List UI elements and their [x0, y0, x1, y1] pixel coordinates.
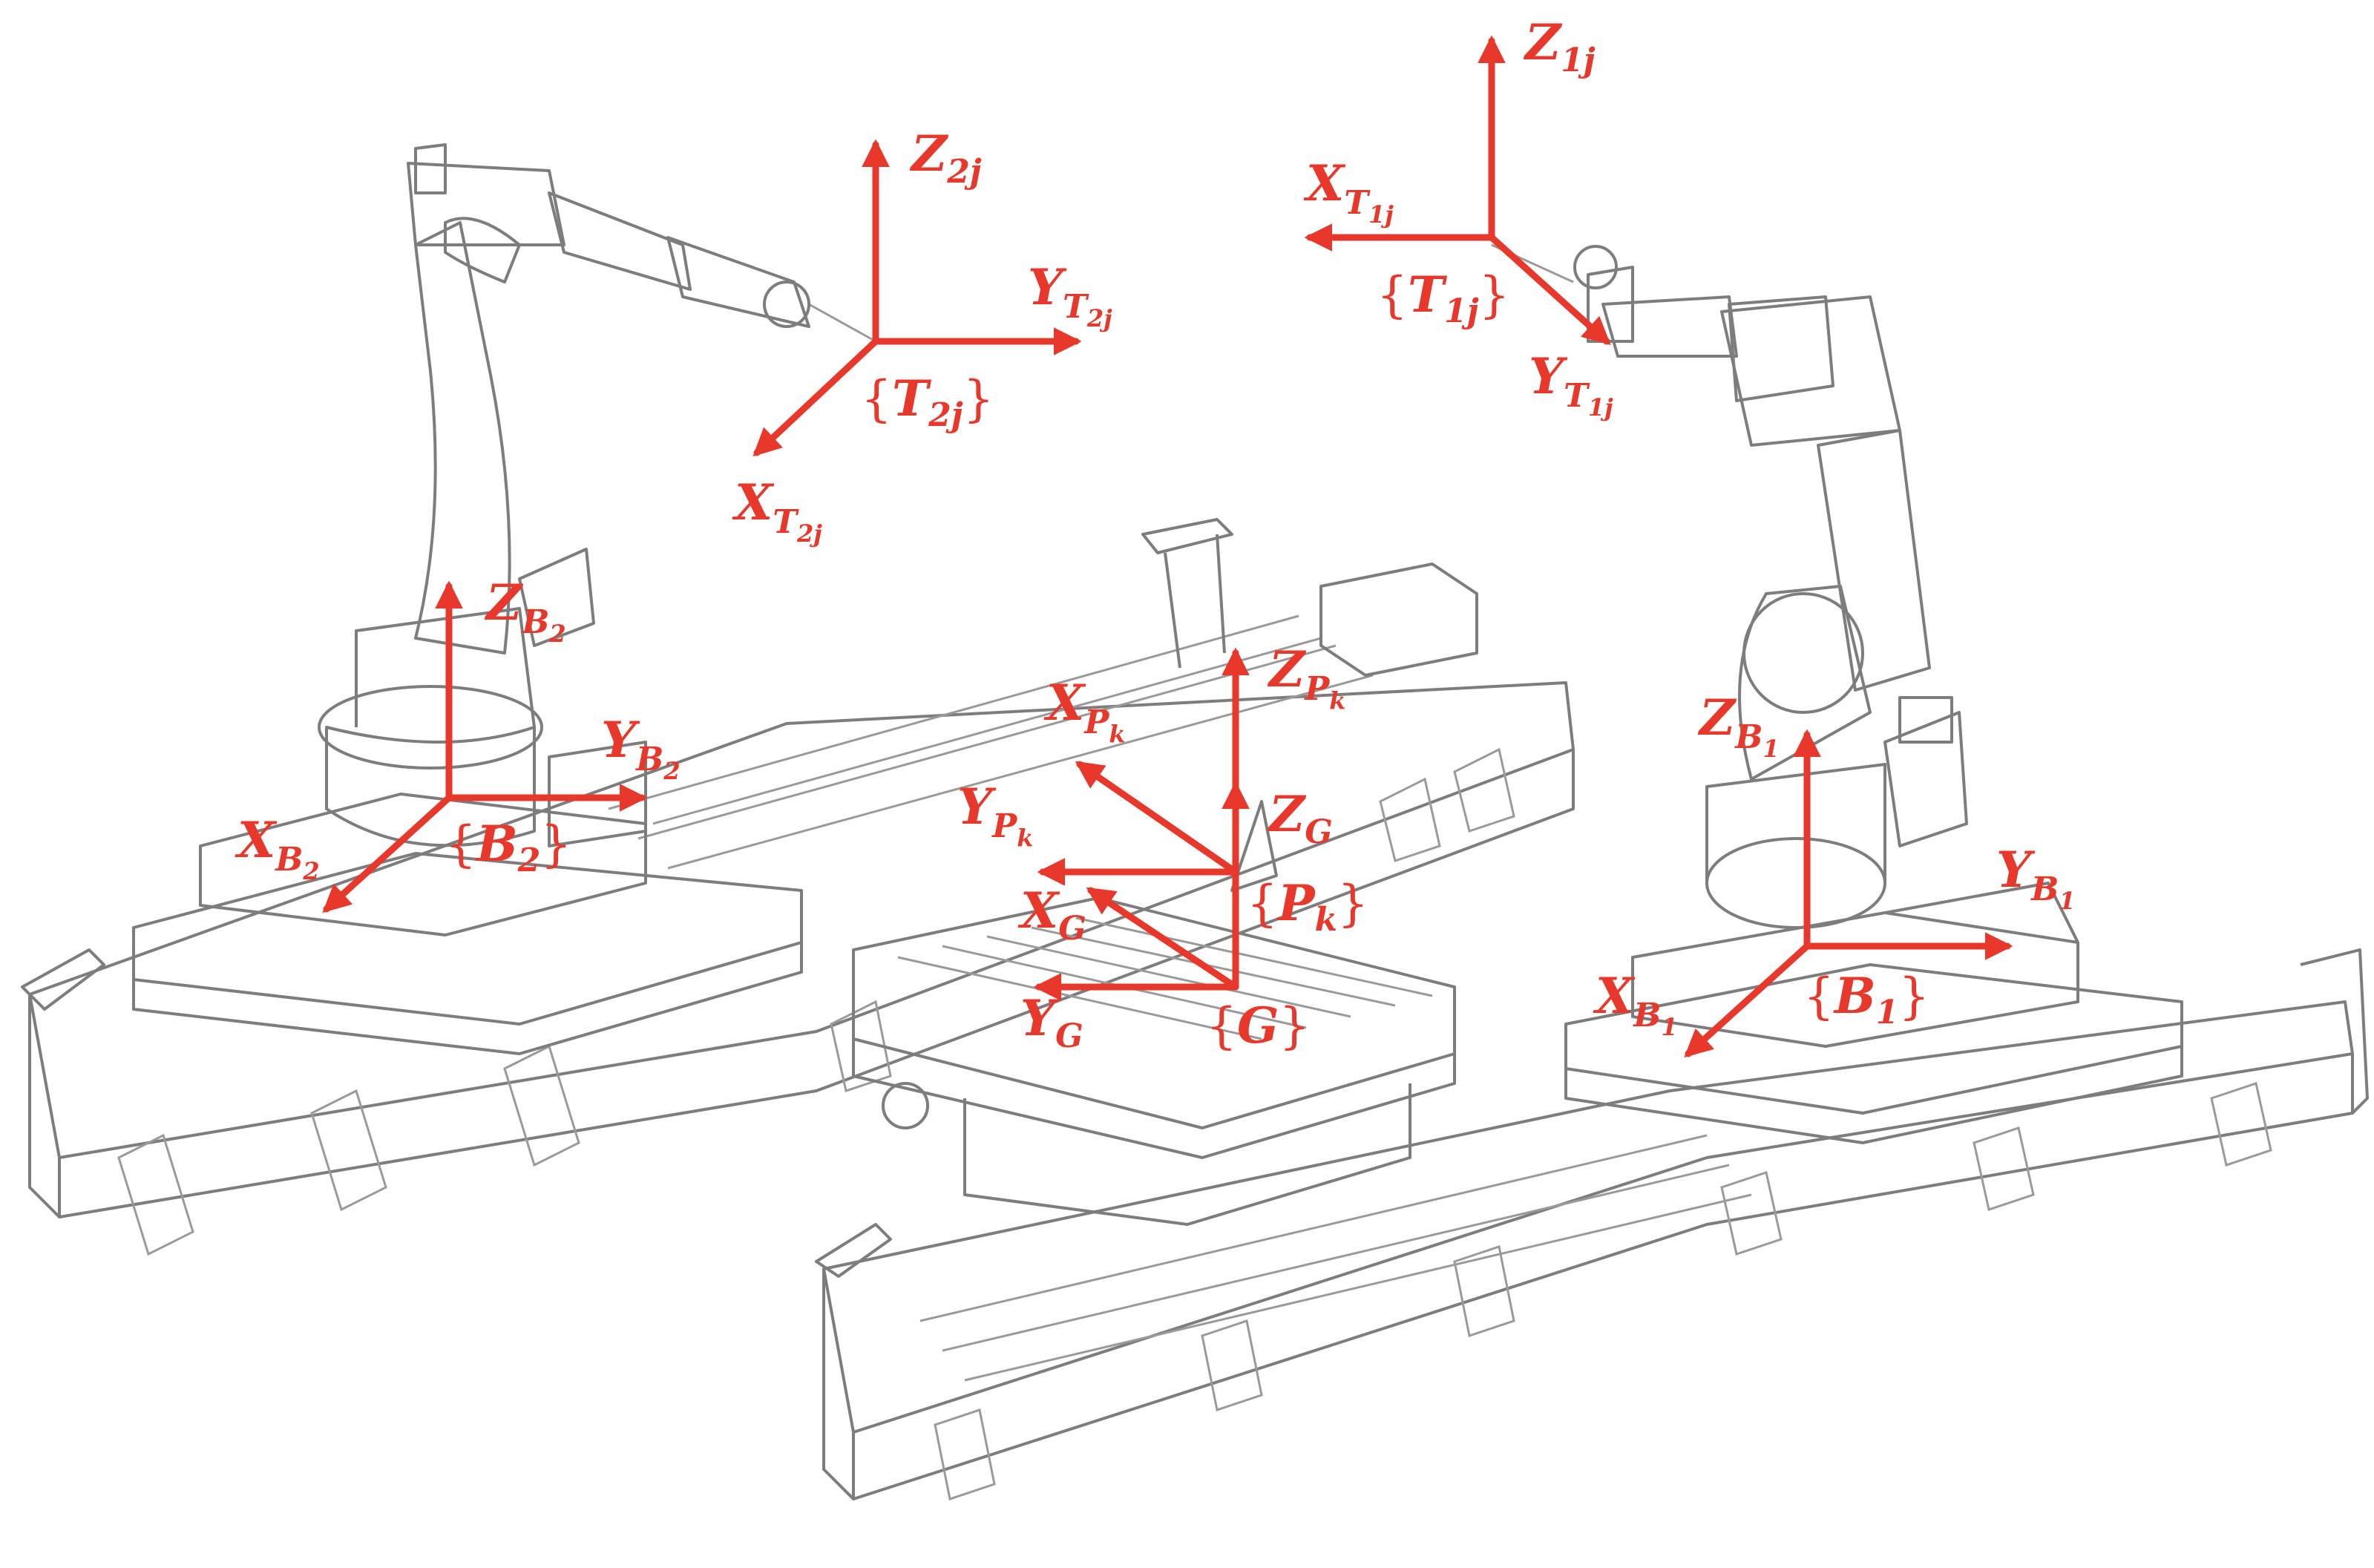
frame-b2: ZB2 YB2 XB2 {B2}	[235, 574, 681, 913]
pk-z-label: ZPk	[1267, 640, 1345, 715]
b1-z-label: ZB1	[1697, 689, 1780, 763]
g-z-label: ZG	[1267, 785, 1333, 851]
b1-y-label: YB1	[1996, 841, 2076, 915]
pk-frame-name: {Pk}	[1247, 874, 1368, 939]
robot1-base-platform	[1564, 882, 2183, 1144]
robot2-arm	[318, 143, 876, 847]
g-y-label: YG	[1020, 989, 1083, 1055]
t2j-y-label: YT2j	[1028, 258, 1112, 332]
pk-x-axis	[1075, 761, 1239, 876]
t2j-x-label: XT2j	[732, 473, 822, 548]
t2j-frame-name: {T2j}	[861, 370, 994, 434]
g-frame-name: {G}	[1206, 997, 1310, 1054]
b2-y-label: YB2	[601, 711, 681, 785]
t1j-z-label: Z1j	[1523, 13, 1596, 79]
equipment-drawing	[21, 143, 2369, 1500]
pk-y-label: YPk	[957, 778, 1033, 852]
robot1-arm	[1491, 243, 1968, 929]
centre-positioner	[852, 800, 1456, 1226]
b2-frame-name: {B2}	[445, 815, 571, 879]
left-linear-track	[21, 518, 1575, 1256]
robot2-base-platform	[132, 741, 803, 1055]
g-x-axis	[1086, 887, 1239, 991]
t1j-x-label: XT1j	[1303, 154, 1394, 229]
g-x-label: XG	[1017, 882, 1086, 948]
t1j-frame-name: {T1j}	[1377, 266, 1510, 330]
b2-x-axis	[322, 794, 453, 913]
b2-z-label: ZB2	[484, 574, 566, 648]
t2j-x-axis	[752, 338, 879, 457]
frame-b1: ZB1 YB1 XB1 {B1}	[1593, 689, 2076, 1058]
b1-x-label: XB1	[1593, 967, 1678, 1041]
b2-x-label: XB2	[235, 811, 320, 885]
b1-frame-name: {B1}	[1803, 967, 1929, 1031]
frame-t1j: Z1j XT1j YT1j {T1j}	[1303, 13, 1613, 421]
t1j-y-axis	[1488, 234, 1611, 346]
right-linear-track	[815, 948, 2369, 1500]
pk-x-label: XPk	[1043, 674, 1125, 748]
frame-g: ZG XG YG {G}	[1017, 781, 1333, 1055]
b1-x-axis	[1684, 942, 1811, 1058]
t2j-z-label: Z2j	[909, 125, 982, 191]
frame-t2j: Z2j YT2j XT2j {T2j}	[732, 125, 1112, 548]
t1j-y-label: YT1j	[1529, 347, 1613, 421]
frame-pk: ZPk XPk YPk {Pk}	[957, 640, 1368, 939]
